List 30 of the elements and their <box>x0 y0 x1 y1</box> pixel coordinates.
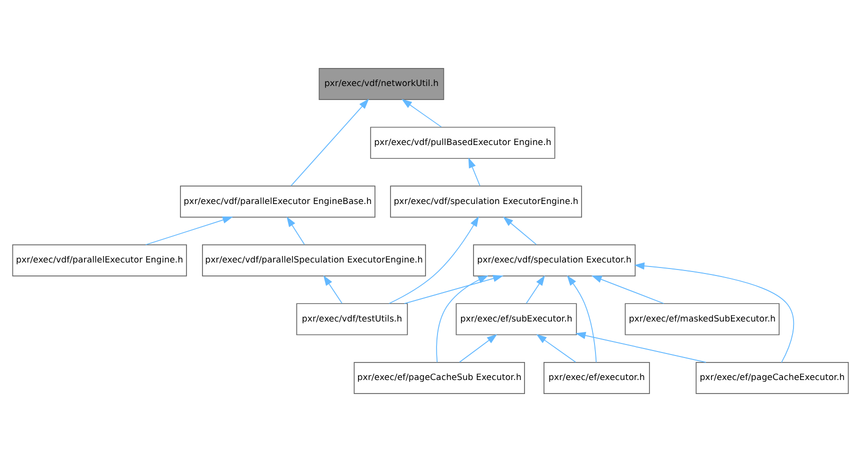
arrow <box>323 274 342 304</box>
arrow <box>536 334 576 362</box>
node-box: pxr/exec/ef/subExecutor.h <box>456 302 577 335</box>
node-box: pxr/exec/vdf/pullBasedExecutor Engine.h <box>370 126 556 158</box>
arrow <box>502 216 537 244</box>
node-box: pxr/exec/ef/executor.h <box>544 361 650 394</box>
arrow <box>436 274 488 362</box>
arrow <box>290 98 370 186</box>
arrow <box>286 216 305 244</box>
node-box: pxr/exec/vdf/speculation ExecutorEngine.h <box>390 185 582 218</box>
node-box: pxr/exec/ef/maskedSubExecutor.h <box>624 302 780 335</box>
arrow <box>575 331 706 362</box>
node-box: pxr/exec/ef/pageCacheSub Executor.h <box>354 361 525 394</box>
arrow <box>468 157 480 186</box>
node-box: pxr/exec/ef/pageCacheExecutor.h <box>696 361 849 394</box>
arrow <box>566 274 597 362</box>
node-box: pxr/exec/vdf/parallelExecutor EngineBase.h <box>180 185 376 218</box>
arrow <box>145 216 234 245</box>
node-box: pxr/exec/vdf/networkUtil.h <box>318 68 444 100</box>
arrow <box>402 98 442 127</box>
node-box: pxr/exec/vdf/parallelExecutor Engine.h <box>12 244 187 276</box>
arrow <box>459 334 498 362</box>
node-box: pxr/exec/vdf/speculation Executor.h <box>473 244 636 276</box>
node-box: pxr/exec/vdf/parallelSpeculation ExecutorEngine.h <box>202 244 426 276</box>
arrow <box>526 274 546 304</box>
arrow <box>388 216 479 304</box>
arrow <box>634 262 794 362</box>
node-box: pxr/exec/vdf/testUtils.h <box>296 302 408 335</box>
arrow <box>591 275 664 304</box>
arrow <box>404 274 504 304</box>
